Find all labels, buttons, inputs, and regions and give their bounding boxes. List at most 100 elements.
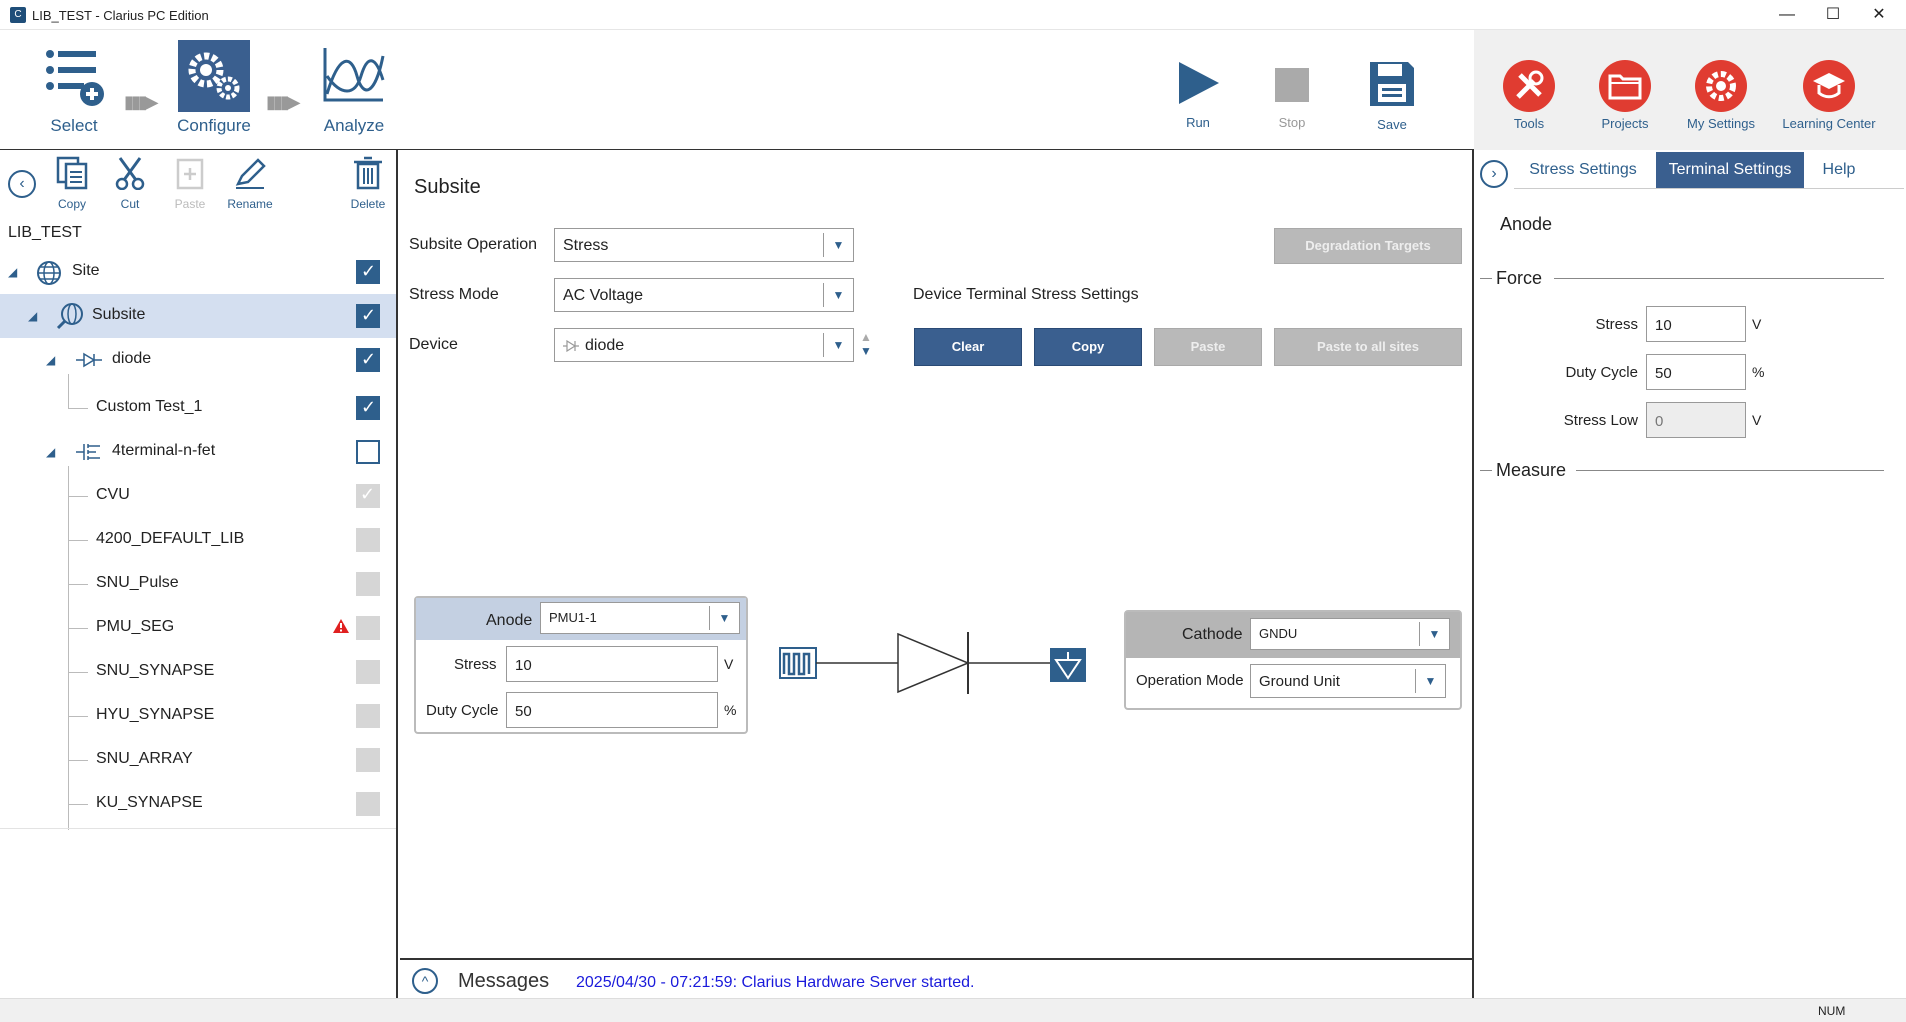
- tree-label-ku-synapse: KU_SYNAPSE: [96, 794, 203, 811]
- cut-button[interactable]: Cut: [100, 156, 160, 211]
- stress-low-input[interactable]: 0: [1646, 402, 1746, 438]
- expand-arrow-icon[interactable]: ◢: [28, 309, 38, 323]
- degradation-targets-button[interactable]: Degradation Targets: [1274, 228, 1462, 264]
- tree-row-custom-test[interactable]: Custom Test_1: [0, 386, 396, 430]
- clear-button[interactable]: Clear: [914, 328, 1022, 366]
- rename-button[interactable]: Rename: [220, 156, 280, 211]
- tree-row-4200-default-lib[interactable]: 4200_DEFAULT_LIB: [0, 518, 396, 562]
- tree-row-snu-array[interactable]: SNU_ARRAY: [0, 738, 396, 782]
- maximize-button[interactable]: ☐: [1825, 6, 1841, 23]
- expand-messages-icon[interactable]: ^: [412, 968, 438, 994]
- tree-row-snu-synapse[interactable]: SNU_SYNAPSE: [0, 650, 396, 694]
- hyu-synapse-checkbox[interactable]: [356, 704, 380, 728]
- expand-arrow-icon[interactable]: ◢: [8, 265, 18, 279]
- expand-arrow-icon[interactable]: ◢: [46, 353, 56, 367]
- tools-button[interactable]: Tools: [1474, 60, 1584, 131]
- subsite-checkbox[interactable]: [356, 304, 380, 328]
- anode-duty-input[interactable]: 50: [506, 692, 718, 728]
- force-stress-input[interactable]: 10: [1646, 306, 1746, 342]
- anode-stress-input[interactable]: 10: [506, 646, 718, 682]
- tree-label-snu-array: SNU_ARRAY: [96, 750, 193, 767]
- close-button[interactable]: ✕: [1872, 6, 1886, 23]
- device-dropdown[interactable]: diode ▼: [554, 328, 854, 362]
- chevron-down-icon: ▼: [1419, 622, 1449, 646]
- anode-instrument-dropdown[interactable]: PMU1-1 ▼: [540, 602, 740, 634]
- paste-to-all-sites-button[interactable]: Paste to all sites: [1274, 328, 1462, 366]
- move-down-icon[interactable]: ▼: [860, 344, 872, 358]
- workflow-analyze-label: Analyze: [323, 116, 385, 135]
- collapse-panel-icon[interactable]: ‹: [8, 170, 36, 198]
- globe-icon: [37, 261, 61, 285]
- site-checkbox[interactable]: [356, 260, 380, 284]
- tree-row-cvu[interactable]: CVU: [0, 474, 396, 518]
- workflow-analyze-button[interactable]: Analyze: [304, 40, 404, 140]
- stress-mode-dropdown[interactable]: AC Voltage ▼: [554, 278, 854, 312]
- my-settings-button[interactable]: My Settings: [1666, 60, 1776, 131]
- projects-button[interactable]: Projects: [1570, 60, 1680, 131]
- tree-row-diode[interactable]: ◢ diode: [0, 338, 396, 382]
- subsite-globe-icon: [56, 303, 83, 330]
- workflow-select-button[interactable]: Select: [24, 40, 124, 140]
- diode-checkbox[interactable]: [356, 348, 380, 372]
- tab-stress-settings[interactable]: Stress Settings: [1529, 161, 1637, 178]
- stop-button[interactable]: Stop: [1252, 60, 1332, 130]
- tree-row-4terminal-n-fet[interactable]: ◢ 4terminal-n-fet: [0, 430, 396, 474]
- tree-row-ku-synapse[interactable]: KU_SYNAPSE: [0, 782, 396, 826]
- stress-mode-value: AC Voltage: [563, 287, 644, 304]
- run-button[interactable]: Run: [1158, 60, 1238, 130]
- save-button[interactable]: Save: [1352, 60, 1432, 132]
- force-duty-input[interactable]: 50: [1646, 354, 1746, 390]
- operation-mode-value: Ground Unit: [1259, 673, 1340, 690]
- snu-pulse-checkbox[interactable]: [356, 572, 380, 596]
- subsite-operation-dropdown[interactable]: Stress ▼: [554, 228, 854, 262]
- 4200-default-lib-checkbox[interactable]: [356, 528, 380, 552]
- tree-row-pmu-seg[interactable]: PMU_SEG: [0, 606, 396, 650]
- messages-text: 2025/04/30 - 07:21:59: Clarius Hardware …: [576, 974, 975, 991]
- minimize-button[interactable]: —: [1779, 6, 1795, 23]
- workflow-configure-button[interactable]: Configure: [164, 40, 264, 140]
- num-lock-indicator: NUM: [1818, 1004, 1846, 1018]
- cut-label: Cut: [120, 197, 140, 211]
- move-up-icon[interactable]: ▲: [860, 330, 872, 344]
- expand-arrow-icon[interactable]: ◢: [46, 445, 56, 459]
- tree-label-4200-default-lib: 4200_DEFAULT_LIB: [96, 530, 245, 547]
- copy-button[interactable]: Copy: [42, 156, 102, 211]
- cvu-checkbox[interactable]: [356, 484, 380, 508]
- stop-label: Stop: [1278, 115, 1306, 130]
- device-reorder-control[interactable]: ▲ ▼: [860, 330, 872, 358]
- paste-settings-button[interactable]: Paste: [1154, 328, 1262, 366]
- snu-synapse-checkbox[interactable]: [356, 660, 380, 684]
- learning-center-button[interactable]: Learning Center: [1774, 60, 1884, 131]
- device-schematic: [779, 632, 1086, 694]
- anode-stress-label: Stress: [454, 656, 497, 673]
- cathode-title: Cathode: [1182, 626, 1243, 643]
- delete-button[interactable]: Delete: [338, 156, 398, 211]
- anode-title: Anode: [486, 612, 533, 629]
- cathode-instrument-dropdown[interactable]: GNDU ▼: [1250, 618, 1450, 650]
- snu-array-checkbox[interactable]: [356, 748, 380, 772]
- diode-icon: [563, 340, 579, 352]
- tree-row-hyu-synapse[interactable]: HYU_SYNAPSE: [0, 694, 396, 738]
- paste-button[interactable]: Paste: [160, 156, 220, 211]
- tab-help[interactable]: Help: [1822, 161, 1856, 178]
- wrench-icon: [1503, 60, 1555, 112]
- tab-terminal-settings[interactable]: Terminal Settings: [1656, 152, 1804, 188]
- pmu-seg-checkbox[interactable]: [356, 616, 380, 640]
- operation-mode-dropdown[interactable]: Ground Unit ▼: [1250, 664, 1446, 698]
- force-duty-value: 50: [1655, 365, 1672, 382]
- 4terminal-n-fet-checkbox[interactable]: [356, 440, 380, 464]
- tree-row-site[interactable]: ◢ Site: [0, 250, 396, 294]
- tree-row-snu-pulse[interactable]: SNU_Pulse: [0, 562, 396, 606]
- force-stress-unit: V: [1752, 316, 1762, 332]
- tree-label-cvu: CVU: [96, 486, 130, 503]
- custom-test-checkbox[interactable]: [356, 396, 380, 420]
- tree-label-snu-synapse: SNU_SYNAPSE: [96, 662, 215, 679]
- messages-title: Messages: [458, 970, 550, 992]
- ku-synapse-checkbox[interactable]: [356, 792, 380, 816]
- copy-settings-button[interactable]: Copy: [1034, 328, 1142, 366]
- anode-terminal-box: Anode PMU1-1 ▼ Stress 10 V Duty Cycle 50…: [414, 596, 748, 734]
- subsite-config-panel: Subsite Subsite Operation Stress ▼ Stres…: [400, 150, 1472, 958]
- force-divider-right: [1554, 278, 1884, 279]
- tree-row-subsite[interactable]: ◢ Subsite: [0, 294, 396, 338]
- collapse-right-panel-icon[interactable]: ›: [1480, 160, 1508, 188]
